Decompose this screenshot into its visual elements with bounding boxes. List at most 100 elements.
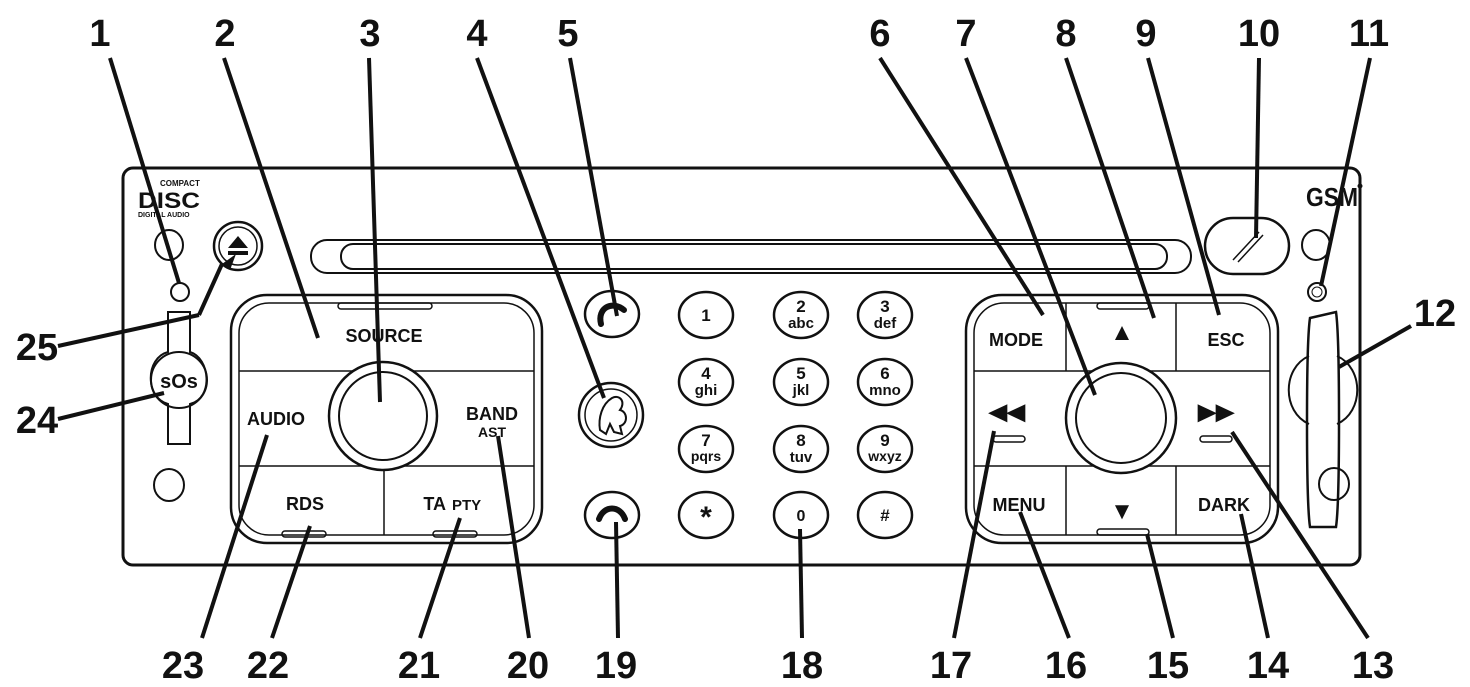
- callout-17: 17: [930, 645, 972, 687]
- callout-13: 13: [1352, 645, 1394, 687]
- right-screw-hole-bottom: [1318, 467, 1350, 501]
- audio-button[interactable]: AUDIO: [247, 409, 305, 429]
- left-led: [170, 282, 190, 302]
- rewind-button[interactable]: ◀◀: [988, 399, 1026, 424]
- keypad-key[interactable]: 1: [677, 290, 735, 340]
- phone-hangup-button[interactable]: [583, 490, 641, 540]
- svg-text:COMPACT: COMPACT: [160, 179, 200, 188]
- svg-text:7: 7: [701, 431, 710, 450]
- gsm-logo: GSM: [1306, 182, 1363, 212]
- phone-pickup-icon: [597, 302, 627, 327]
- svg-text:6: 6: [880, 364, 889, 383]
- svg-text:mno: mno: [869, 382, 901, 399]
- keypad-key[interactable]: #: [856, 490, 914, 540]
- svg-text:pqrs: pqrs: [691, 448, 722, 464]
- band-button[interactable]: BAND: [466, 404, 518, 424]
- svg-text:TA: TA: [423, 494, 446, 514]
- navigation-control-cluster: [964, 293, 1280, 545]
- callout-2: 2: [214, 13, 235, 55]
- volume-knob[interactable]: [327, 360, 439, 472]
- svg-text:1: 1: [701, 306, 710, 325]
- down-button[interactable]: ▼: [1110, 498, 1134, 525]
- source-button[interactable]: SOURCE: [345, 326, 422, 346]
- right-led: [1307, 282, 1327, 302]
- svg-text:*: *: [700, 501, 712, 534]
- callout-5: 5: [557, 13, 578, 55]
- svg-text:def: def: [874, 315, 898, 332]
- svg-text:DISC: DISC: [138, 188, 200, 213]
- svg-text:5: 5: [796, 364, 805, 383]
- svg-text:2: 2: [796, 297, 805, 316]
- callout-14: 14: [1247, 645, 1289, 687]
- callout-22: 22: [247, 645, 289, 687]
- phone-hangup-icon: [596, 505, 628, 522]
- compact-disc-logo: COMPACT DISC DIGITAL AUDIO: [138, 179, 200, 219]
- rds-button[interactable]: RDS: [286, 494, 324, 514]
- callout-21: 21: [398, 645, 440, 687]
- ast-label: AST: [478, 424, 506, 440]
- callout-9: 9: [1135, 13, 1156, 55]
- up-button[interactable]: ▲: [1110, 319, 1134, 346]
- callout-7: 7: [955, 13, 976, 55]
- faceplate: [121, 166, 1362, 567]
- callout-1: 1: [89, 13, 110, 55]
- svg-text:#: #: [880, 506, 890, 525]
- svg-text:9: 9: [880, 431, 889, 450]
- callout-24: 24: [16, 400, 58, 442]
- callout-20: 20: [507, 645, 549, 687]
- navigation-knob[interactable]: [1064, 361, 1178, 475]
- left-screw-hole-top: [154, 229, 184, 261]
- menu-button[interactable]: MENU: [993, 495, 1046, 515]
- mode-button[interactable]: MODE: [989, 330, 1043, 350]
- svg-text:tuv: tuv: [790, 449, 813, 466]
- svg-text:abc: abc: [788, 315, 814, 332]
- callout-3: 3: [359, 13, 380, 55]
- callout-numbers: 1 2 3 4 5 6 7 8 9 10 11 12 13 14 15 16 1…: [16, 13, 1456, 687]
- esc-button[interactable]: ESC: [1207, 330, 1244, 350]
- callout-11: 11: [1349, 13, 1389, 55]
- callout-23: 23: [162, 645, 204, 687]
- svg-text:GSM: GSM: [1306, 182, 1358, 212]
- svg-text:ghi: ghi: [695, 382, 718, 399]
- svg-text:sOs: sOs: [160, 371, 198, 393]
- eject-icon: [228, 236, 248, 255]
- svg-text:PTY: PTY: [452, 497, 481, 514]
- dark-button[interactable]: DARK: [1198, 495, 1250, 515]
- callout-15: 15: [1147, 645, 1189, 687]
- sos-button[interactable]: sOs: [149, 311, 208, 445]
- sim-card-slot[interactable]: [1287, 310, 1359, 529]
- callout-25: 25: [16, 327, 58, 369]
- leader-arrowhead: [222, 254, 236, 270]
- audio-control-cluster: [229, 293, 544, 545]
- callout-19: 19: [595, 645, 637, 687]
- svg-text:jkl: jkl: [792, 382, 810, 399]
- eject-button[interactable]: [212, 220, 264, 272]
- callout-10: 10: [1238, 13, 1280, 55]
- svg-text:3: 3: [880, 297, 889, 316]
- svg-text:wxyz: wxyz: [867, 448, 901, 464]
- svg-text:4: 4: [701, 364, 711, 383]
- keypad-key[interactable]: *: [677, 490, 735, 540]
- panel-release-button[interactable]: [1203, 216, 1291, 276]
- callout-6: 6: [869, 13, 890, 55]
- fast-forward-button[interactable]: ▶▶: [1197, 399, 1235, 424]
- callout-12: 12: [1414, 293, 1456, 335]
- svg-text:0: 0: [797, 508, 806, 525]
- svg-text:8: 8: [796, 431, 805, 450]
- cd-slot[interactable]: [310, 239, 1192, 274]
- left-screw-hole-bottom: [153, 468, 185, 502]
- svg-text:DIGITAL AUDIO: DIGITAL AUDIO: [138, 212, 190, 219]
- callout-8: 8: [1055, 13, 1076, 55]
- callout-18: 18: [781, 645, 823, 687]
- ta-pty-button[interactable]: TA PTY: [423, 494, 481, 514]
